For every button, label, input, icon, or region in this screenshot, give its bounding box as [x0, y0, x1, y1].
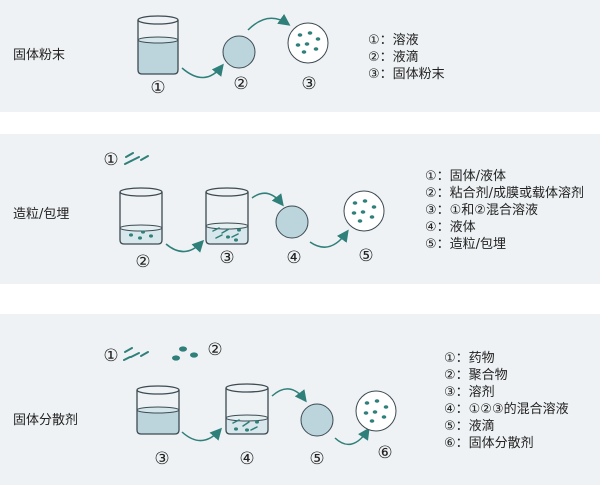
- legend-item: ①：固体/液体: [425, 169, 507, 184]
- droplet: [300, 403, 334, 437]
- granule-circle: [343, 190, 385, 232]
- legend: ①：溶液 ②：液滴 ③：固体粉末: [368, 32, 445, 83]
- step-number: ①: [150, 78, 166, 98]
- drug-dashes: [123, 347, 149, 361]
- droplet: [275, 205, 309, 239]
- legend-item: ④：液体: [425, 220, 476, 235]
- step-number: ②: [135, 252, 151, 272]
- step-number: ②: [233, 74, 249, 94]
- legend: ①：固体/液体 ②：粘合剂/成膜或载体溶剂 ③：①和②混合溶液 ④：液体 ⑤：造…: [425, 168, 584, 253]
- step-number: ⑥: [377, 443, 393, 463]
- flow-arrow: [181, 427, 223, 442]
- legend: ①：药物 ②：聚合物 ③：溶剂 ④：①②③的混合溶液 ⑤：液滴 ⑥：固体分散剂: [444, 350, 569, 452]
- legend-item: ⑤：造粒/包埋: [425, 237, 507, 252]
- row-solid-dispersion: 固体分散剂: [0, 314, 600, 485]
- flow-arrow: [334, 427, 370, 446]
- solid-liquid-dashes: [124, 152, 149, 165]
- legend-item: ③：①和②混合溶液: [425, 203, 538, 218]
- legend-item: ②：聚合物: [444, 368, 508, 383]
- row-solid-powder: 固体粉末 ① ② ③ ①：溶液 ②: [0, 0, 600, 112]
- step-number: ③: [219, 248, 235, 268]
- beaker-solution: [137, 15, 179, 75]
- flow-arrow: [309, 229, 349, 248]
- step-number: ②: [207, 340, 223, 360]
- flow-arrow: [271, 388, 307, 403]
- row-label: 固体分散剂: [13, 413, 79, 428]
- solid-dispersion-circle: [355, 390, 397, 432]
- step-number: ③: [154, 449, 170, 469]
- beaker-solvent: [136, 385, 180, 435]
- legend-item: ③：溶剂: [444, 385, 495, 400]
- step-number: ③: [301, 74, 317, 94]
- row-label: 造粒/包埋: [13, 207, 70, 222]
- beaker-mixture: [205, 187, 249, 245]
- step-number: ①: [103, 346, 119, 366]
- row-label: 固体粉末: [13, 48, 66, 63]
- solid-powder-diagram: [137, 13, 329, 79]
- row-granulation: 造粒/包埋: [0, 134, 600, 284]
- step-number: ①: [103, 150, 119, 170]
- beaker-binder: [119, 187, 163, 245]
- legend-item: ①：药物: [444, 351, 495, 366]
- flow-arrow: [251, 192, 284, 207]
- droplet: [222, 35, 256, 69]
- legend-item: ③：固体粉末: [368, 67, 445, 82]
- legend-item: ④：①②③的混合溶液: [444, 402, 569, 417]
- granulation-diagram: [119, 152, 385, 253]
- powder-particle-circle: [287, 22, 329, 64]
- legend-item: ②：粘合剂/成膜或载体溶剂: [425, 186, 585, 201]
- flow-arrow: [165, 239, 205, 253]
- solid-dispersion-diagram: [123, 346, 397, 446]
- step-number: ⑤: [358, 246, 374, 266]
- step-number: ④: [239, 449, 255, 469]
- flow-arrow: [181, 63, 224, 79]
- legend-item: ②：液滴: [368, 50, 419, 65]
- beaker-mixture: [225, 383, 269, 435]
- flow-arrow: [247, 13, 291, 31]
- step-number: ⑤: [309, 449, 325, 469]
- legend-item: ①：溶液: [368, 33, 419, 48]
- legend-item: ⑥：固体分散剂: [444, 436, 534, 451]
- step-number: ④: [286, 248, 302, 268]
- polymer-blobs: [172, 346, 198, 361]
- legend-item: ⑤：液滴: [444, 419, 495, 434]
